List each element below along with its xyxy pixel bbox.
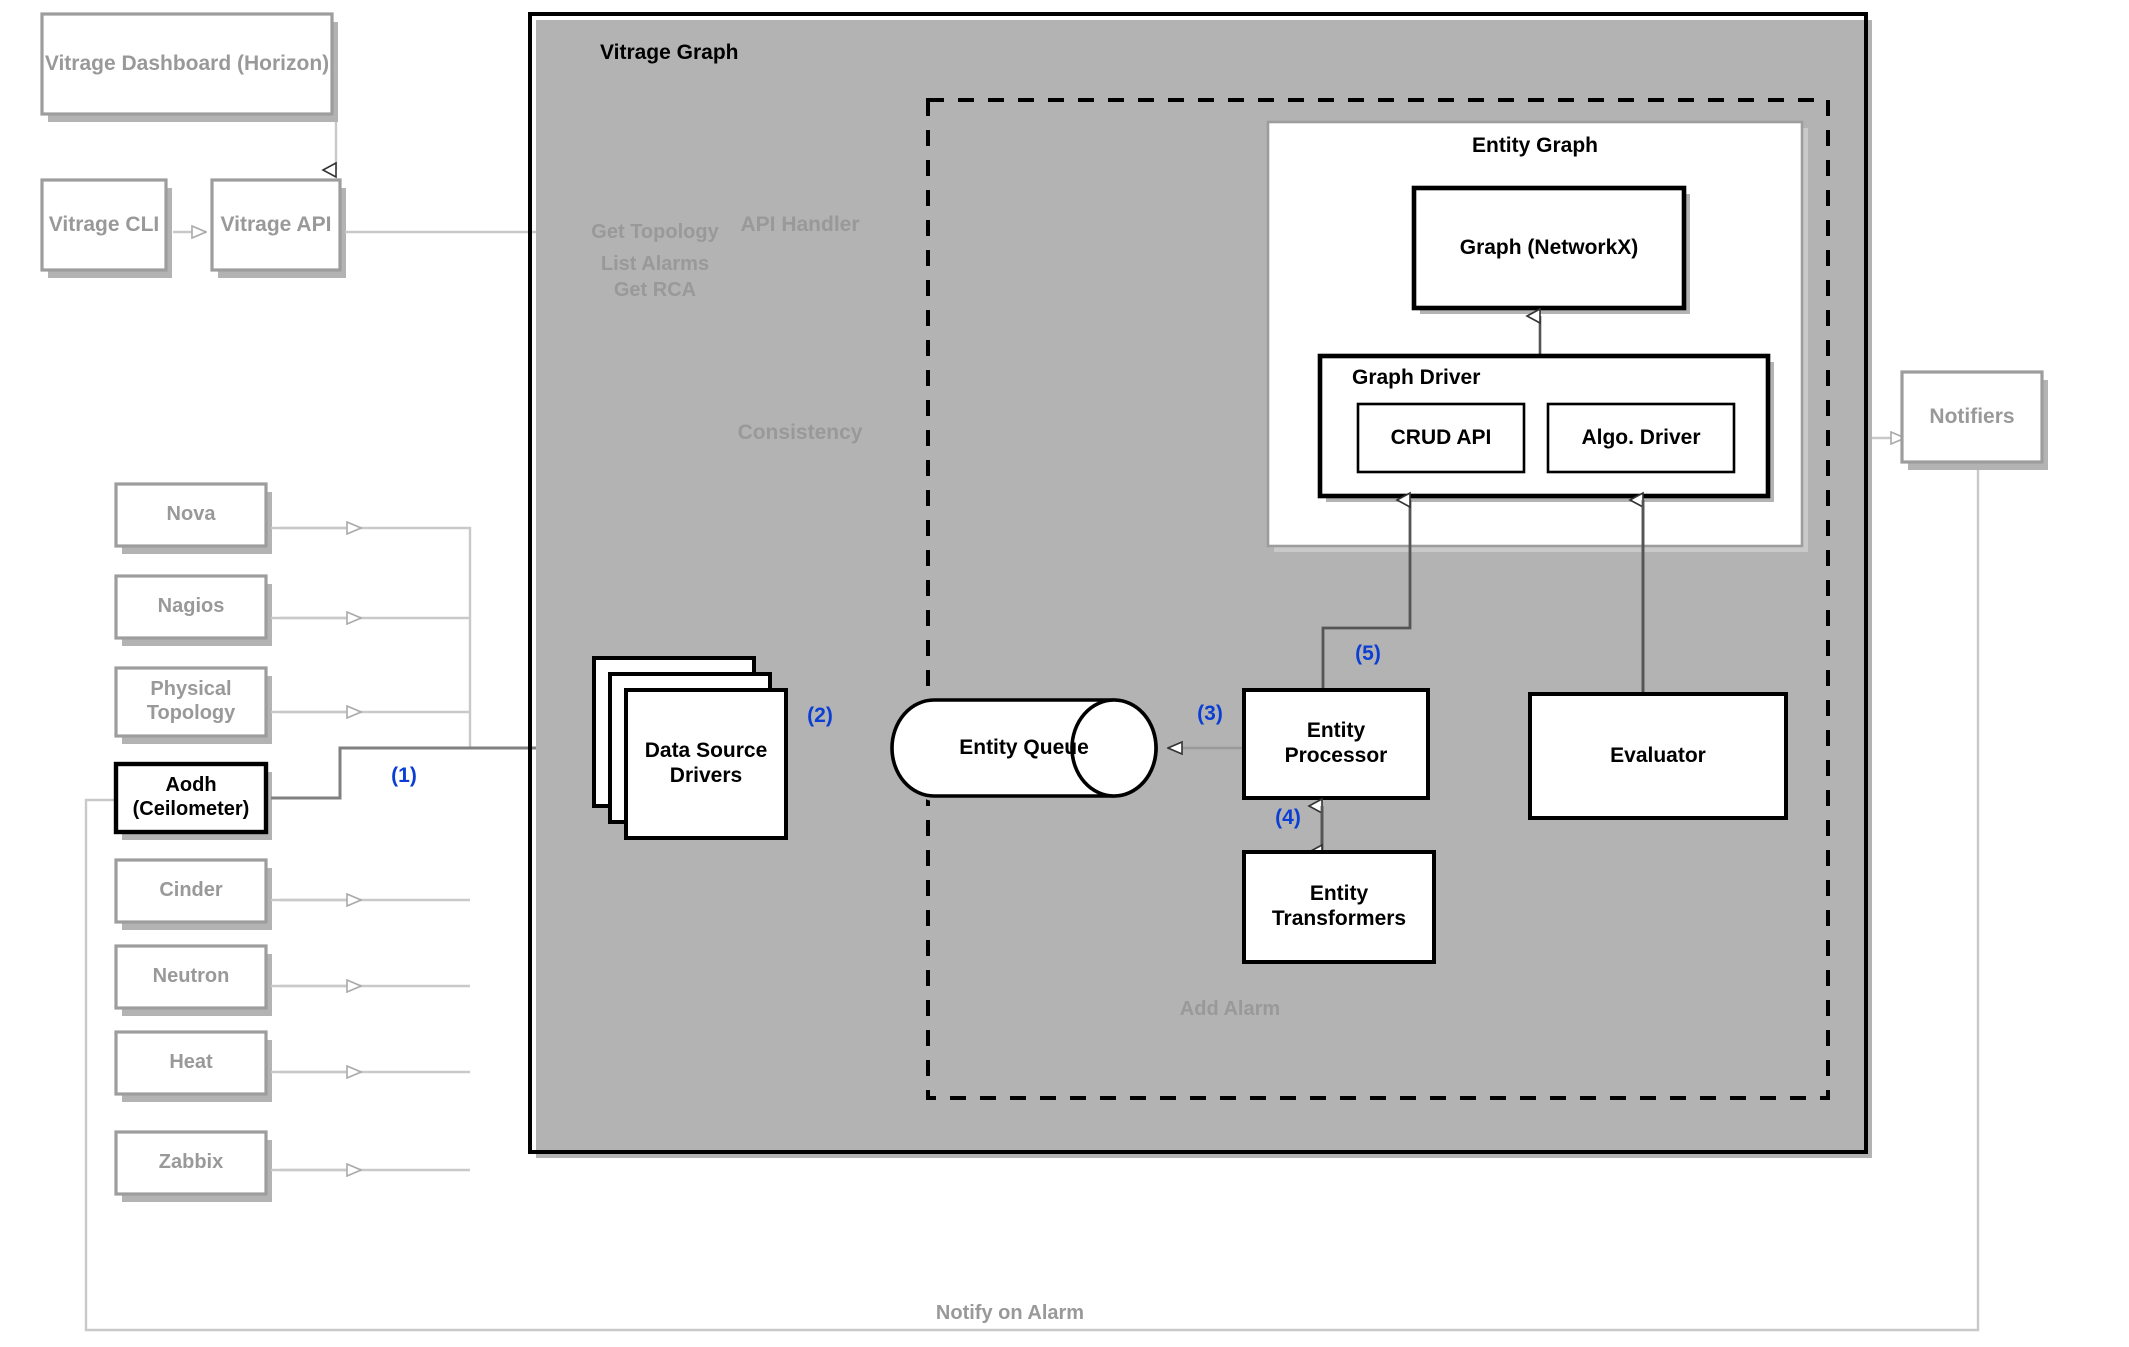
data-source-boxes (113, 482, 269, 1196)
entity-queue-cylinder (890, 698, 1162, 802)
step1-path (271, 746, 600, 800)
data-source-drivers-stack (592, 656, 792, 844)
processing-boundary (926, 98, 1830, 1100)
